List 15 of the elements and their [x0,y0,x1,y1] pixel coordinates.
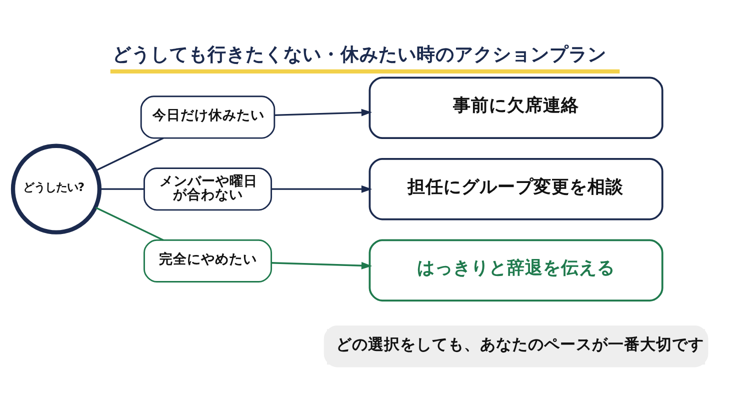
connector [95,136,164,171]
connector [100,188,144,190]
node-circle: どうしたい? [10,143,102,234]
node-box: メンバーや曜日が合わない [144,167,272,210]
node-box: 事前に欠席連絡 [368,76,664,138]
node-box: 完全にやめたい [144,238,272,282]
arrow [271,261,372,269]
node-box: はっきりと辞退を伝える [368,238,664,301]
diagram-title: どうしても行きたくない・休みたい時のアクションプラン [112,44,606,65]
arrow [274,108,372,116]
label: どの選択をしても、あなたのペースが一番大切です [336,334,704,353]
node-box: 担任にグループ変更を相談 [368,157,664,220]
node-box: 今日だけ休みたい [140,95,276,138]
connector [95,206,164,240]
arrow [272,184,372,192]
